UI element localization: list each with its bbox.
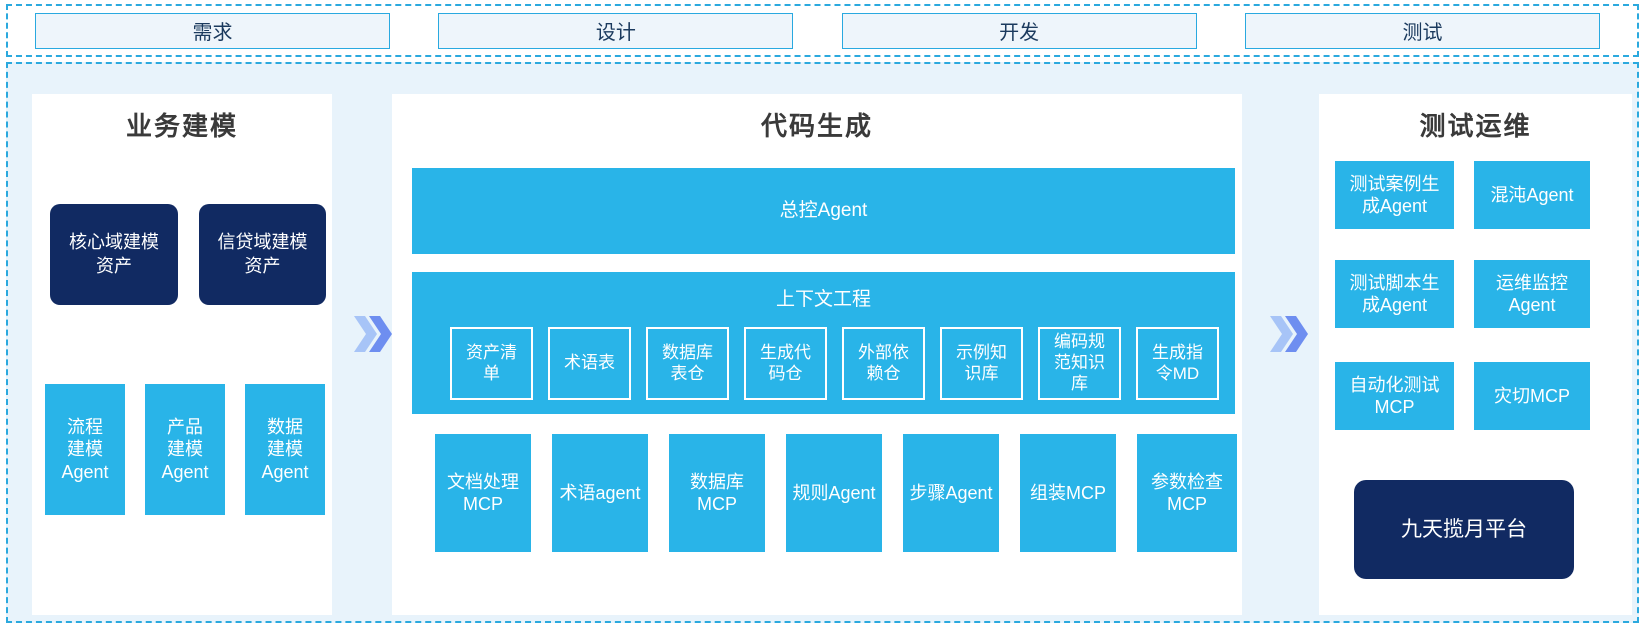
parameter-check-mcp-box: 参数检查MCP bbox=[1137, 434, 1237, 552]
flow-arrow-icon bbox=[354, 316, 392, 352]
flow-step-testing: 测试 bbox=[1244, 12, 1600, 49]
external-dependency-repo-box: 外部依赖仓 bbox=[842, 327, 925, 400]
ops-monitoring-agent-box: 运维监控Agent bbox=[1474, 260, 1590, 328]
generation-instruction-md-box: 生成指令MD bbox=[1136, 327, 1219, 400]
panel-code-generation: 代码生成 总控Agent 上下文工程 资产清单 术语表 数据库表仓 生成代码仓 … bbox=[392, 94, 1242, 615]
panel-title: 业务建模 bbox=[125, 111, 238, 141]
context-items-row: 资产清单 术语表 数据库表仓 生成代码仓 外部依赖仓 示例知识库 编码规范知识库… bbox=[450, 327, 1219, 400]
master-agent-bar: 总控Agent bbox=[412, 168, 1235, 254]
db-table-repo-box: 数据库表仓 bbox=[646, 327, 729, 400]
test-case-generation-agent-box: 测试案例生成Agent bbox=[1335, 161, 1454, 229]
core-domain-asset-box: 核心域建模资产 bbox=[50, 204, 178, 305]
jiutian-lanyue-platform-box: 九天揽月平台 bbox=[1354, 480, 1574, 579]
credit-domain-asset-box: 信贷域建模资产 bbox=[199, 204, 326, 305]
panel-business-modeling: 业务建模 核心域建模资产 信贷域建模资产 流程建模Agent 产品建模Agent… bbox=[32, 94, 332, 615]
test-script-generation-agent-box: 测试脚本生成Agent bbox=[1335, 260, 1454, 328]
glossary-agent-box: 术语agent bbox=[552, 434, 648, 552]
step-agent-box: 步骤Agent bbox=[903, 434, 999, 552]
assembly-mcp-box: 组装MCP bbox=[1020, 434, 1116, 552]
glossary-box: 术语表 bbox=[548, 327, 631, 400]
flow-step-requirements: 需求 bbox=[35, 12, 390, 49]
panel-title: 测试运维 bbox=[1419, 111, 1532, 141]
tools-row: 文档处理MCP 术语agent 数据库MCP 规则Agent 步骤Agent 组… bbox=[435, 434, 1237, 552]
database-mcp-box: 数据库MCP bbox=[669, 434, 765, 552]
process-modeling-agent-box: 流程建模Agent bbox=[45, 384, 125, 515]
automated-test-mcp-box: 自动化测试MCP bbox=[1335, 362, 1454, 430]
panel-title: 代码生成 bbox=[760, 111, 873, 141]
context-engineering-title: 上下文工程 bbox=[775, 289, 871, 310]
generated-code-repo-box: 生成代码仓 bbox=[744, 327, 827, 400]
coding-standard-knowledge-base-box: 编码规范知识库 bbox=[1038, 327, 1121, 400]
asset-list-box: 资产清单 bbox=[450, 327, 533, 400]
flow-step-development: 开发 bbox=[841, 12, 1197, 49]
document-processing-mcp-box: 文档处理MCP bbox=[435, 434, 531, 552]
context-engineering-container: 上下文工程 资产清单 术语表 数据库表仓 生成代码仓 外部依赖仓 示例知识库 编… bbox=[412, 272, 1235, 414]
rule-agent-box: 规则Agent bbox=[786, 434, 882, 552]
flow-arrow-icon bbox=[1270, 316, 1308, 352]
main-diagram-band: 业务建模 核心域建模资产 信贷域建模资产 流程建模Agent 产品建模Agent… bbox=[6, 62, 1639, 623]
disaster-switch-mcp-box: 灾切MCP bbox=[1474, 362, 1590, 430]
flow-step-design: 设计 bbox=[438, 12, 794, 49]
data-modeling-agent-box: 数据建模Agent bbox=[245, 384, 325, 515]
product-modeling-agent-box: 产品建模Agent bbox=[145, 384, 225, 515]
chaos-agent-box: 混沌Agent bbox=[1474, 161, 1590, 229]
flow-phase-band: 需求 设计 开发 测试 bbox=[6, 4, 1639, 57]
example-knowledge-base-box: 示例知识库 bbox=[940, 327, 1023, 400]
panel-test-ops: 测试运维 测试案例生成Agent 混沌Agent 测试脚本生成Agent 运维监… bbox=[1319, 94, 1632, 615]
